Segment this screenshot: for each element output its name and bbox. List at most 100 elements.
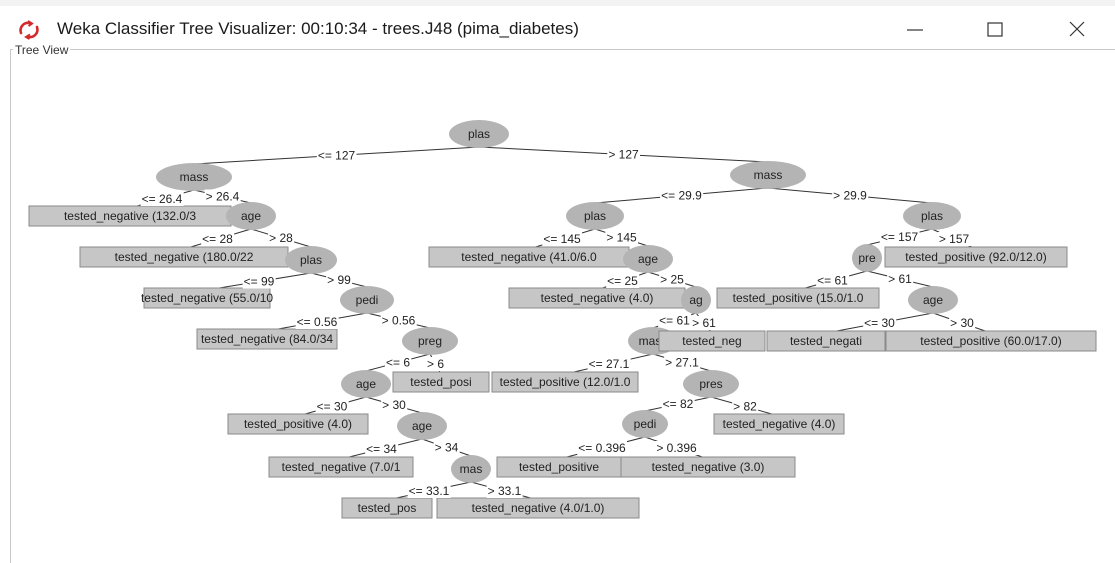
node-label: tested_neg xyxy=(682,334,741,348)
attribute-node[interactable]: age xyxy=(623,245,673,273)
attribute-node[interactable]: mas xyxy=(451,455,491,483)
edge-label: > 61 xyxy=(692,316,716,330)
attribute-node[interactable]: pedi xyxy=(622,410,668,438)
attribute-node[interactable]: plas xyxy=(449,120,509,148)
title-bar-top-strip xyxy=(0,0,1115,6)
attribute-node[interactable]: ag xyxy=(681,286,711,314)
leaf-node[interactable]: tested_negati xyxy=(766,330,886,352)
leaf-node[interactable]: tested_negative (3.0) xyxy=(620,456,796,478)
node-label: pedi xyxy=(356,293,379,307)
node-label: mas xyxy=(460,462,483,476)
attribute-node[interactable]: plas xyxy=(285,246,337,274)
close-button[interactable] xyxy=(1062,17,1092,43)
edge-label-bg xyxy=(384,355,412,370)
leaf-box xyxy=(884,246,1068,268)
node-label: tested_positive (4.0) xyxy=(244,417,352,431)
edge-label: <= 99 xyxy=(244,275,275,289)
edge-label-bg xyxy=(268,231,295,245)
node-label: tested_negative (84.0/34 xyxy=(201,332,333,346)
edge-label-bg xyxy=(664,355,701,370)
node-ellipse xyxy=(285,246,337,274)
attribute-node[interactable]: age xyxy=(397,412,447,440)
node-label: plas xyxy=(300,253,322,267)
leaf-node[interactable]: tested_negative (84.0/34 xyxy=(196,328,338,350)
leaf-node[interactable]: tested_positive (15.0/1.0 xyxy=(716,287,880,309)
edge-label: <= 61 xyxy=(659,314,690,328)
edge-label: > 26.4 xyxy=(206,190,240,204)
leaf-node[interactable]: tested_neg xyxy=(658,330,766,352)
node-label: tested_positive (60.0/17.0) xyxy=(920,334,1061,348)
edge-label-bg xyxy=(242,274,276,289)
edge-label: <= 0.56 xyxy=(297,315,338,329)
node-ellipse xyxy=(908,286,958,314)
edge-label-bg xyxy=(658,313,692,328)
edge-label: > 127 xyxy=(608,148,639,162)
leaf-node[interactable]: tested_negative (55.0/10 xyxy=(141,287,273,309)
leaf-box xyxy=(713,413,845,435)
leaf-node[interactable]: tested_negative (132.0/3 xyxy=(28,205,232,227)
leaf-node[interactable]: tested_negative (4.0) xyxy=(508,287,686,309)
attribute-node[interactable]: mass xyxy=(156,163,232,191)
leaf-box xyxy=(143,287,271,309)
leaf-node[interactable]: tested_positive (92.0/12.0) xyxy=(884,246,1068,268)
leaf-node[interactable]: tested_negative (4.0) xyxy=(713,413,845,435)
attribute-node[interactable]: age xyxy=(908,286,958,314)
node-label: tested_positive (92.0/12.0) xyxy=(905,250,1046,264)
edge-label-bg xyxy=(381,398,408,412)
maximize-button[interactable] xyxy=(980,17,1010,43)
leaf-node[interactable]: tested_positive xyxy=(496,456,622,478)
leaf-node[interactable]: tested_negative (4.0/1.0) xyxy=(436,497,640,519)
leaf-box xyxy=(392,371,490,393)
leaf-box xyxy=(491,371,639,393)
node-ellipse xyxy=(226,202,276,230)
tree-edge-labels: <= 127> 127<= 26.4> 26.4<= 28> 28<= 99> … xyxy=(140,147,976,498)
attribute-node[interactable]: preg xyxy=(402,327,458,355)
attribute-node[interactable]: age xyxy=(226,202,276,230)
attribute-node[interactable]: plas xyxy=(566,202,624,230)
node-label: tested_pos xyxy=(358,501,417,515)
edge-label: <= 82 xyxy=(663,397,694,411)
attribute-node[interactable]: plas xyxy=(903,202,961,230)
edge-label-bg xyxy=(607,147,641,162)
edge-label: <= 61 xyxy=(817,274,848,288)
attribute-node[interactable]: pres xyxy=(683,370,739,398)
node-label: age xyxy=(412,419,432,433)
edge-label: <= 127 xyxy=(318,149,356,163)
leaf-box xyxy=(620,456,796,478)
leaf-node[interactable]: tested_negative (180.0/22 xyxy=(79,246,289,268)
node-label: tested_negative (180.0/22 xyxy=(115,250,254,264)
node-ellipse xyxy=(730,161,806,189)
node-label: plas xyxy=(468,127,490,141)
edge-label: <= 6 xyxy=(386,356,410,370)
node-ellipse xyxy=(340,286,394,314)
edge-label-bg xyxy=(605,230,639,245)
node-ellipse xyxy=(402,327,458,355)
node-ellipse xyxy=(449,120,509,148)
leaf-node[interactable]: tested_positive (4.0) xyxy=(227,413,369,435)
minimize-button[interactable] xyxy=(900,17,930,43)
leaf-node[interactable]: tested_posi xyxy=(392,371,490,393)
node-label: age xyxy=(356,377,376,391)
node-label: tested_negative (4.0/1.0) xyxy=(472,501,605,515)
leaf-box xyxy=(716,287,880,309)
leaf-node[interactable]: tested_negative (41.0/6.0 xyxy=(428,246,630,268)
leaf-node[interactable]: tested_positive (12.0/1.0 xyxy=(491,371,639,393)
attribute-node[interactable]: pedi xyxy=(340,286,394,314)
attribute-node[interactable]: pre xyxy=(852,244,882,272)
edge-label-bg xyxy=(879,230,920,244)
leaf-box xyxy=(196,328,338,350)
edge-label: <= 30 xyxy=(317,400,348,414)
leaf-node[interactable]: tested_pos xyxy=(341,497,433,519)
node-label: plas xyxy=(921,209,943,223)
leaf-node[interactable]: tested_positive (60.0/17.0) xyxy=(885,330,1097,352)
edge-label: > 29.9 xyxy=(833,189,867,203)
leaf-box xyxy=(341,497,433,519)
attribute-node[interactable]: age xyxy=(341,370,391,398)
leaf-node[interactable]: tested_negative (7.0/1 xyxy=(268,456,414,478)
attribute-node[interactable]: mass xyxy=(730,161,806,189)
node-label: tested_negative (132.0/3 xyxy=(64,209,196,223)
node-ellipse xyxy=(622,410,668,438)
node-label: mass xyxy=(754,168,783,182)
